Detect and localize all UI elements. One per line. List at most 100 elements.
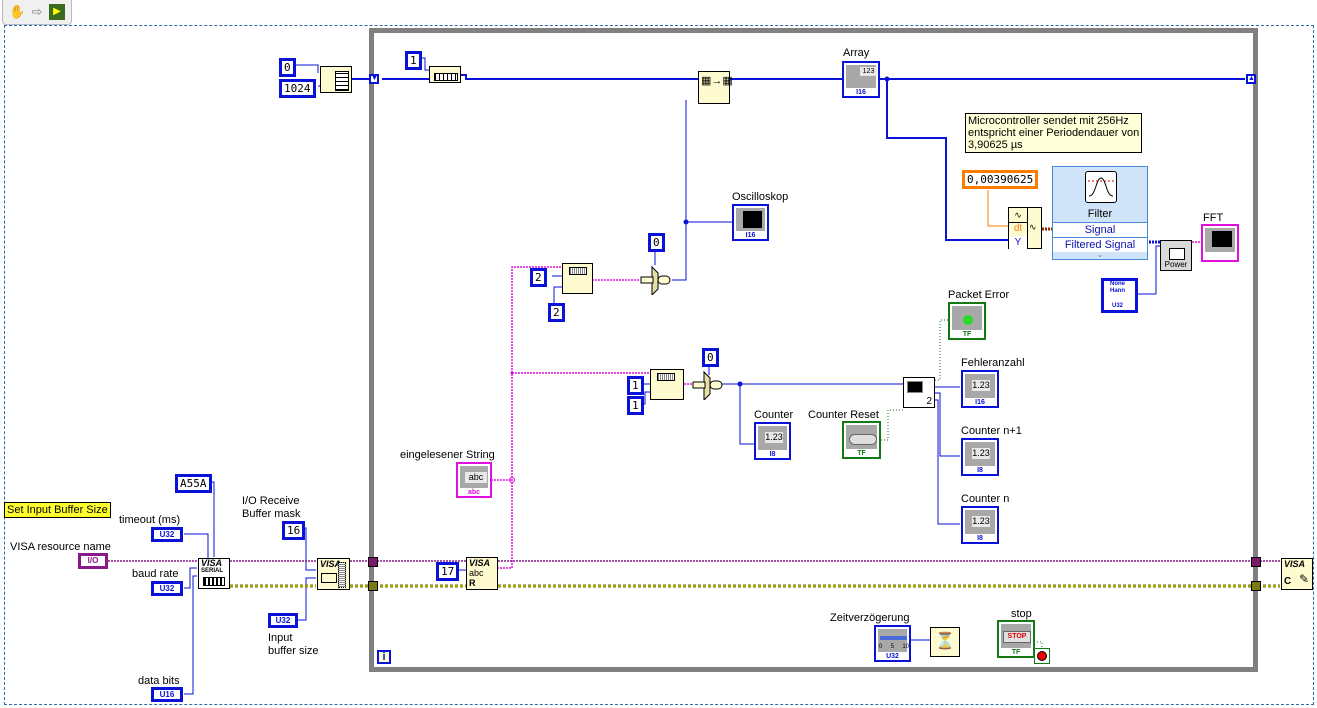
replace-array-subset-node[interactable]: ▦→▦ [698,71,733,104]
comment-line-2: entspricht einer Periodendauer von [968,127,1140,139]
termchar-constant[interactable]: A55A [175,474,212,493]
string-subset-node-a[interactable] [562,263,593,294]
fehleranzahl-type-tag: I16 [973,399,987,406]
array-icon [335,71,349,91]
shift-register-left: ▼ [369,74,379,84]
string-type-tag: abc [465,489,483,496]
buffer-icon [321,573,337,583]
arrow-icon[interactable]: ⇨ [31,4,43,19]
diagram-frame [4,25,1314,705]
iteration-terminal: i [377,650,391,664]
filter-output-filtered-signal[interactable]: Filtered Signal [1053,237,1147,252]
init-value-constant[interactable]: 0 [279,58,296,77]
packet-error-label: Packet Error [948,289,1010,301]
counter-reset-type-tag: TF [855,450,868,457]
sampling-comment: Microcontroller sendet mit 256Hz entspri… [965,113,1143,153]
oscilloskop-type-tag: I16 [743,232,758,239]
visa-close-node[interactable]: VISA C ✎ [1281,558,1313,590]
counter-reset-button[interactable]: TF [842,421,881,459]
power-label: Power [1164,260,1188,269]
baud-rate-control[interactable]: U32 [151,581,183,596]
wait-ms-node[interactable]: ⏳ [930,627,960,657]
graph-display-icon [1212,231,1232,247]
expand-chevron-icon[interactable]: ⌄ [1096,250,1104,259]
subset-length-a-constant[interactable]: 2 [548,303,565,322]
y-terminal: Y [1009,236,1028,249]
string-subset-node-b[interactable] [650,369,684,400]
window-option-hann: Hann [1110,288,1125,294]
filter-title: Filter [1087,208,1113,220]
fehleranzahl-label: Fehleranzahl [961,357,1025,369]
oscilloskop-graph-indicator: I16 [732,204,769,241]
filter-express-vi[interactable]: Filter Signal Filtered Signal ⌄ [1052,166,1148,260]
set-input-buffer-size-label: Set Input Buffer Size [4,502,111,518]
window-option-none: None [1110,281,1125,287]
buffer-gauge-icon [338,562,346,588]
visa-set-buffer-node[interactable]: VISA [317,558,350,590]
subset-length-b-constant[interactable]: 1 [627,396,644,415]
subset-index-b-constant[interactable]: 1 [627,376,644,395]
visa-read-node[interactable]: VISA abc R [466,557,498,590]
visa-resource-name-label: VISA resource name [10,541,111,553]
array-label: Array [843,47,870,59]
build-waveform-node[interactable]: ∿ dt Y ∿ [1008,207,1042,249]
eraser-icon: ✎ [1298,572,1309,586]
visa-buffer-title: VISA [320,559,342,569]
while-loop[interactable] [369,28,1258,672]
buffer-mask-constant[interactable]: 16 [282,521,306,540]
type-cast-node-b[interactable] [692,370,724,402]
initialize-array-node[interactable] [320,66,352,93]
init-size-constant[interactable]: 1024 [279,79,316,98]
data-bits-control[interactable]: U16 [151,687,183,702]
error-check-subvi[interactable]: 2 [903,377,935,408]
dt-constant[interactable]: 0,00390625 [962,170,1039,189]
eingelesener-string-label: eingelesener String [400,449,495,461]
type-cast-node-a[interactable] [640,265,672,297]
dt-terminal: dt [1009,222,1028,237]
string-icon [569,267,587,275]
slider-track[interactable] [880,636,907,640]
counter-n-label: Counter n [961,493,1010,505]
rotate-array-node[interactable] [429,66,461,83]
run-vi-icon[interactable]: ▶ [49,4,65,20]
visa-configure-serial-node[interactable]: VISA SERIAL [198,558,230,589]
convert-zero-b-constant[interactable]: 0 [702,348,719,367]
zeitverzoegerung-slider[interactable]: 0 5 10 U32 [874,625,911,662]
bandpass-filter-icon [1085,171,1117,203]
convert-zero-a-constant[interactable]: 0 [648,233,665,252]
counter-reset-label: Counter Reset [808,409,879,421]
counter-type-tag: I8 [767,451,778,458]
shift-count-constant[interactable]: 1 [405,51,422,70]
filter-input-signal[interactable]: Signal [1053,222,1147,237]
led-button-icon [849,434,877,445]
window-type-control[interactable]: None Hann U32 [1101,278,1138,313]
baud-rate-label: baud rate [132,568,179,580]
shift-register-right: ▲ [1246,74,1256,84]
window-type-tag: U32 [1112,303,1124,309]
visa-read-abc: abc [469,568,484,578]
array-value-display: 123 [860,67,877,76]
timeout-control[interactable]: U32 [151,527,183,542]
string-value: abc [465,472,487,483]
visa-serial-title: VISA [201,558,223,568]
counter-n-indicator: 1.23 I8 [961,506,999,544]
power-spectrum-node[interactable]: Power [1160,240,1192,271]
read-bytes-constant[interactable]: 17 [436,562,460,581]
waveform-out-icon: ∿ [1029,222,1037,232]
input-buffer-label-1: Input [268,632,293,644]
io-receive-label-2: Buffer mask [242,508,301,520]
loop-condition-terminal[interactable] [1034,648,1050,664]
packet-error-type-tag: TF [960,331,974,338]
subset-index-a-constant[interactable]: 2 [530,268,547,287]
counter-n-type-tag: I8 [975,535,985,542]
stop-button-face: STOP [1003,631,1031,643]
visa-tunnel-right [1251,557,1261,567]
stop-button[interactable]: STOP TF [997,620,1035,658]
scope-icon [907,381,923,393]
visa-resource-name-control[interactable]: I/O [78,553,108,569]
comment-line-3: 3,90625 µs [968,139,1023,151]
eingelesener-string-indicator: abc abc [456,462,492,498]
input-buffer-size-control[interactable]: U32 [268,613,298,628]
waveform-icon: ∿ [1009,208,1028,223]
hand-tool-icon[interactable]: ✋ [9,4,26,19]
